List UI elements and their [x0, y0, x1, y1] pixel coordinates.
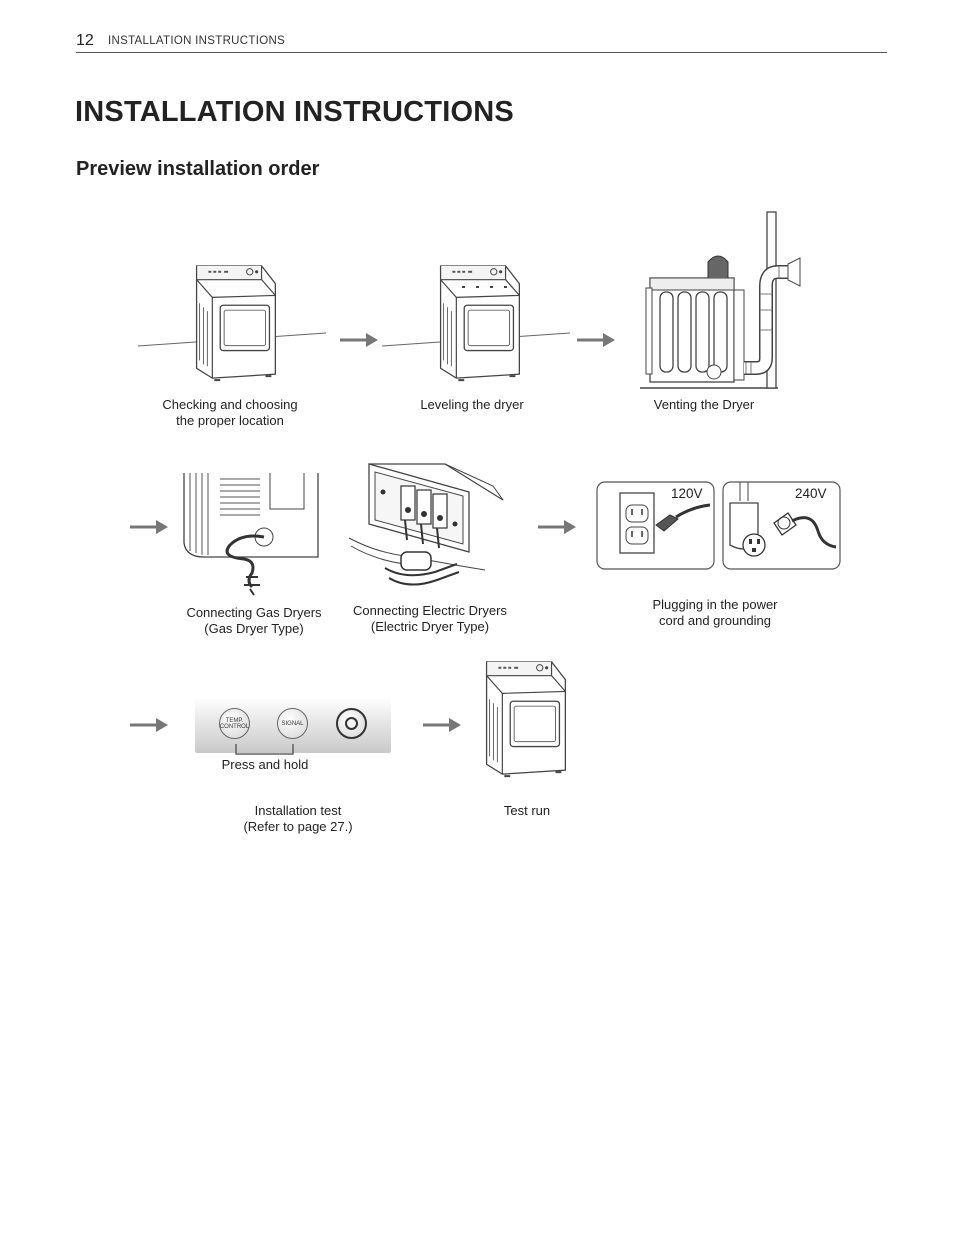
section-subtitle: Preview installation order: [76, 158, 320, 180]
outlet-240v-illustration: [722, 481, 841, 570]
control-panel-illustration: TEMP.CONTROL SIGNAL: [195, 699, 391, 753]
test-run-illustration: [485, 660, 567, 778]
arrow-icon: [538, 520, 576, 534]
gas-connection-illustration: [183, 473, 319, 596]
page-header: 12 INSTALLATION INSTRUCTIONS: [76, 30, 887, 53]
outlet-120v-illustration: [596, 481, 715, 570]
running-title: INSTALLATION INSTRUCTIONS: [108, 35, 286, 47]
press-hold-bracket: [235, 744, 294, 755]
press-and-hold-label: Press and hold: [221, 757, 309, 772]
temp-control-label-2: CONTROL: [219, 723, 250, 730]
step-gas-caption: Connecting Gas Dryers(Gas Dryer Type): [186, 605, 322, 636]
voltage-240v-label: 240V: [795, 486, 827, 501]
temp-control-button: TEMP.CONTROL: [219, 708, 250, 739]
voltage-120v-label: 120V: [671, 486, 703, 501]
arrow-icon: [423, 718, 461, 732]
temp-control-label-1: TEMP.: [225, 717, 244, 724]
step-install-test-caption: Installation test(Refer to page 27.): [243, 803, 353, 834]
location-illustration: [137, 264, 327, 382]
leveling-illustration: [381, 264, 571, 382]
page-number: 12: [76, 32, 94, 49]
step-venting-caption: Venting the Dryer: [653, 397, 755, 412]
arrow-icon: [130, 718, 168, 732]
power-icon: [336, 708, 367, 739]
signal-button-label: SIGNAL: [281, 720, 304, 727]
step-leveling-caption: Leveling the dryer: [420, 397, 524, 412]
venting-illustration: [640, 211, 801, 389]
step-electric-caption: Connecting Electric Dryers(Electric Drye…: [353, 603, 507, 634]
step-test-run-caption: Test run: [503, 803, 551, 818]
electric-connection-illustration: [348, 463, 504, 586]
arrow-icon: [130, 520, 168, 534]
signal-button: SIGNAL: [277, 708, 308, 739]
arrow-icon: [340, 333, 378, 347]
page-title: INSTALLATION INSTRUCTIONS: [75, 96, 514, 128]
arrow-icon: [577, 333, 615, 347]
